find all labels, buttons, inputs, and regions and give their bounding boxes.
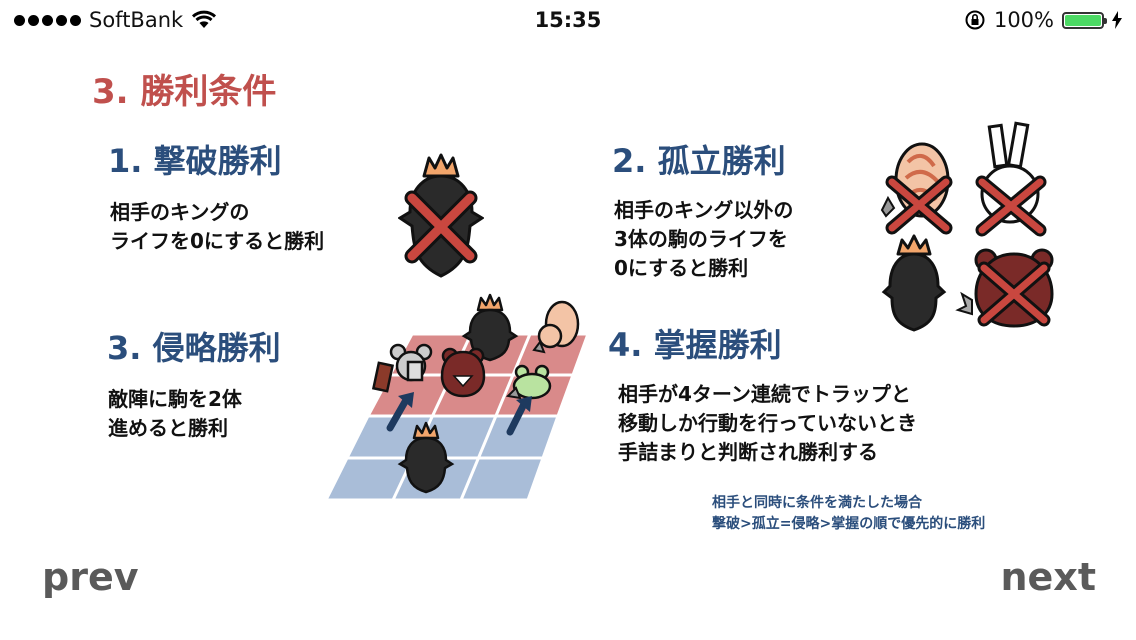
battery-icon bbox=[1062, 11, 1107, 29]
charging-icon bbox=[1112, 11, 1122, 29]
page-title: 3. 勝利条件 bbox=[92, 72, 277, 112]
status-bar: SoftBank 15:35 100% bbox=[0, 0, 1136, 40]
advance-arrow-icon bbox=[506, 396, 532, 436]
status-left: SoftBank bbox=[14, 8, 217, 32]
section-title-control: 4. 掌握勝利 bbox=[608, 326, 782, 364]
defeat-illustration bbox=[398, 153, 484, 278]
signal-strength-icon bbox=[14, 14, 81, 26]
invasion-illustration bbox=[326, 293, 591, 502]
squirrel-piece-icon bbox=[880, 142, 953, 235]
king-piece-icon bbox=[881, 234, 947, 332]
wifi-icon bbox=[192, 10, 217, 28]
squirrel-piece-icon bbox=[532, 300, 580, 354]
king-piece-icon bbox=[397, 421, 455, 494]
section-desc-invasion: 敵陣に駒を2体 進めると勝利 bbox=[108, 387, 242, 440]
status-right: 100% bbox=[964, 8, 1122, 32]
priority-note-line2: 撃破>孤立=侵略>掌握の順で優先的に勝利 bbox=[712, 516, 986, 532]
prev-button[interactable]: prev bbox=[42, 555, 139, 599]
mouse-piece-icon bbox=[371, 343, 433, 393]
isolation-illustration bbox=[880, 121, 1054, 332]
battery-percent: 100% bbox=[993, 8, 1054, 32]
section-desc-isolation: 相手のキング以外の 3体の駒のライフを 0にすると勝利 bbox=[614, 198, 794, 280]
section-desc-control: 相手が4ターン連続でトラップと 移動しか行動を行っていないとき 手詰まりと判断さ… bbox=[618, 382, 917, 464]
bear-piece-icon bbox=[955, 248, 1054, 328]
cross-mark-icon bbox=[404, 190, 478, 264]
priority-note: 相手と同時に条件を満たした場合 撃破>孤立=侵略>掌握の順で優先的に勝利 bbox=[712, 493, 985, 535]
next-button[interactable]: next bbox=[1000, 555, 1096, 599]
king-piece-icon bbox=[461, 293, 519, 362]
carrier-name: SoftBank bbox=[89, 8, 184, 32]
priority-note-line1: 相手と同時に条件を満たした場合 bbox=[712, 495, 922, 511]
section-desc-defeat: 相手のキングの ライフを0にすると勝利 bbox=[110, 200, 325, 253]
section-title-invasion: 3. 侵略勝利 bbox=[107, 329, 281, 367]
clock: 15:35 bbox=[534, 8, 602, 32]
orientation-lock-icon bbox=[965, 10, 985, 30]
section-title-isolation: 2. 孤立勝利 bbox=[612, 142, 786, 180]
bear-piece-icon bbox=[440, 347, 486, 398]
advance-arrow-icon bbox=[386, 392, 414, 432]
section-title-defeat: 1. 撃破勝利 bbox=[108, 142, 282, 180]
rabbit-piece-icon bbox=[975, 121, 1047, 237]
frog-piece-icon bbox=[505, 364, 552, 400]
